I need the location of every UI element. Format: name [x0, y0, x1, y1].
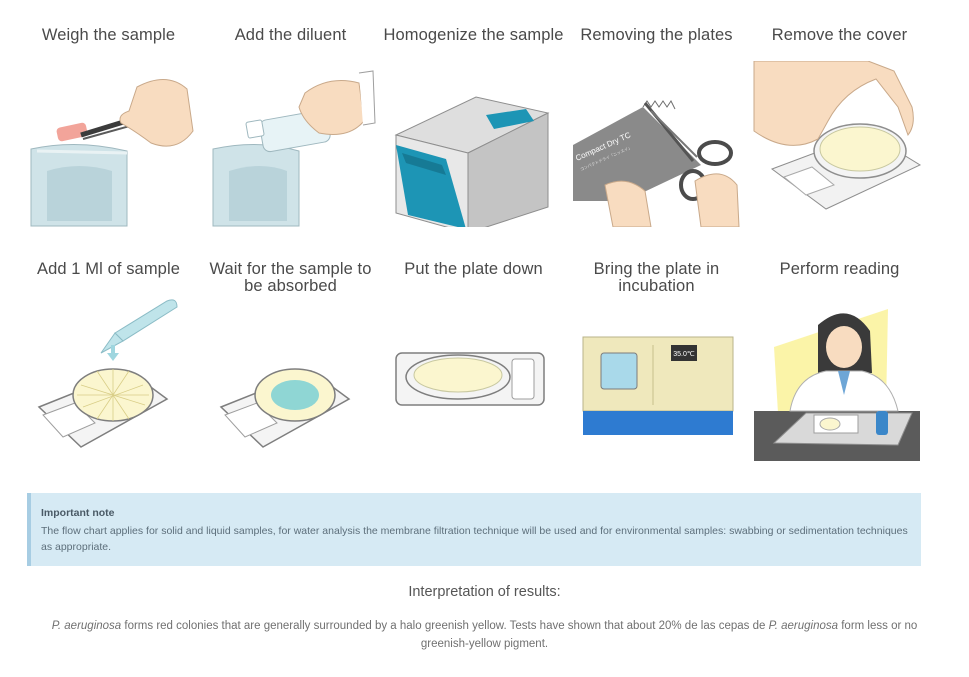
- step-title: Wait for the sample to be absorbed: [209, 260, 372, 295]
- remove-cover-illustration: [748, 61, 931, 227]
- step-title: Removing the plates: [580, 26, 733, 44]
- step-title: Add 1 Ml of sample: [36, 260, 181, 278]
- note-title: Important note: [41, 507, 115, 519]
- step-title: Homogenize the sample: [383, 26, 564, 44]
- plate-on-tray-illustration: [382, 295, 565, 461]
- step-title: Bring the plate in incubation: [593, 260, 720, 295]
- add-diluent-illustration: [199, 61, 382, 227]
- absorbed-plate-illustration: [199, 295, 382, 461]
- step-title: Put the plate down: [404, 260, 543, 278]
- step-title: Add the diluent: [234, 26, 347, 44]
- weigh-sample-illustration: [17, 61, 200, 227]
- step-title: Perform reading: [779, 260, 900, 278]
- scissors-pouch-illustration: Compact Dry TC コンパクトドライ「ニッスイ」: [565, 61, 748, 227]
- interpretation-part1: forms red colonies that are generally su…: [121, 620, 769, 632]
- important-note: Important note The flow chart applies fo…: [27, 493, 921, 566]
- interpretation-part2: form less or no greenish-yellow pigment.: [420, 620, 918, 650]
- interpretation-text: P. aeruginosa forms red colonies that ar…: [30, 617, 939, 653]
- homogenizer-illustration: [382, 61, 565, 227]
- organism-name: P. aeruginosa: [768, 620, 839, 632]
- organism-name: P. aeruginosa: [51, 620, 122, 632]
- step-title: Weigh the sample: [41, 26, 176, 44]
- incubator-illustration: 35.0℃: [565, 295, 748, 461]
- note-text: The flow chart applies for solid and liq…: [41, 525, 908, 553]
- step-title: Remove the cover: [771, 26, 908, 44]
- add-sample-illustration: [17, 295, 200, 461]
- interpretation-title: Interpretation of results:: [408, 584, 561, 600]
- incubator-temp-display: 35.0℃: [673, 351, 695, 358]
- reading-illustration: [748, 295, 931, 461]
